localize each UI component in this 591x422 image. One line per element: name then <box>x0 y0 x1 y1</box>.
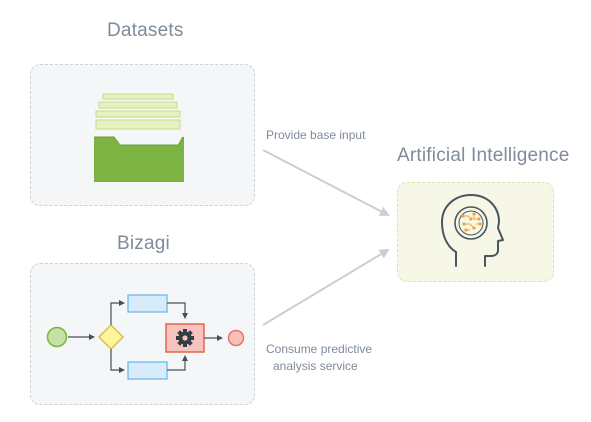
provide-input-arrow <box>262 149 390 216</box>
start-event <box>46 326 68 348</box>
consume-service-arrow <box>262 248 390 326</box>
folder-icon <box>94 93 185 182</box>
bpmn-process-icon <box>46 294 245 380</box>
provide-input-label: Provide base input <box>266 128 366 142</box>
ai-panel <box>397 182 554 282</box>
datasets-panel <box>30 64 255 206</box>
bizagi-title: Bizagi <box>117 233 170 254</box>
gear-icon <box>176 329 194 347</box>
gateway <box>97 323 125 351</box>
task-bottom <box>127 361 168 380</box>
consume-service-label-line2: analysis service <box>273 359 358 373</box>
head-brain-icon <box>441 194 504 267</box>
datasets-title: Datasets <box>107 20 184 41</box>
bizagi-panel <box>30 263 255 405</box>
end-event <box>227 329 245 347</box>
task-top <box>127 294 168 313</box>
consume-service-label-line1: Consume predictive <box>266 342 373 356</box>
ai-title: Artificial Intelligence <box>397 145 570 166</box>
